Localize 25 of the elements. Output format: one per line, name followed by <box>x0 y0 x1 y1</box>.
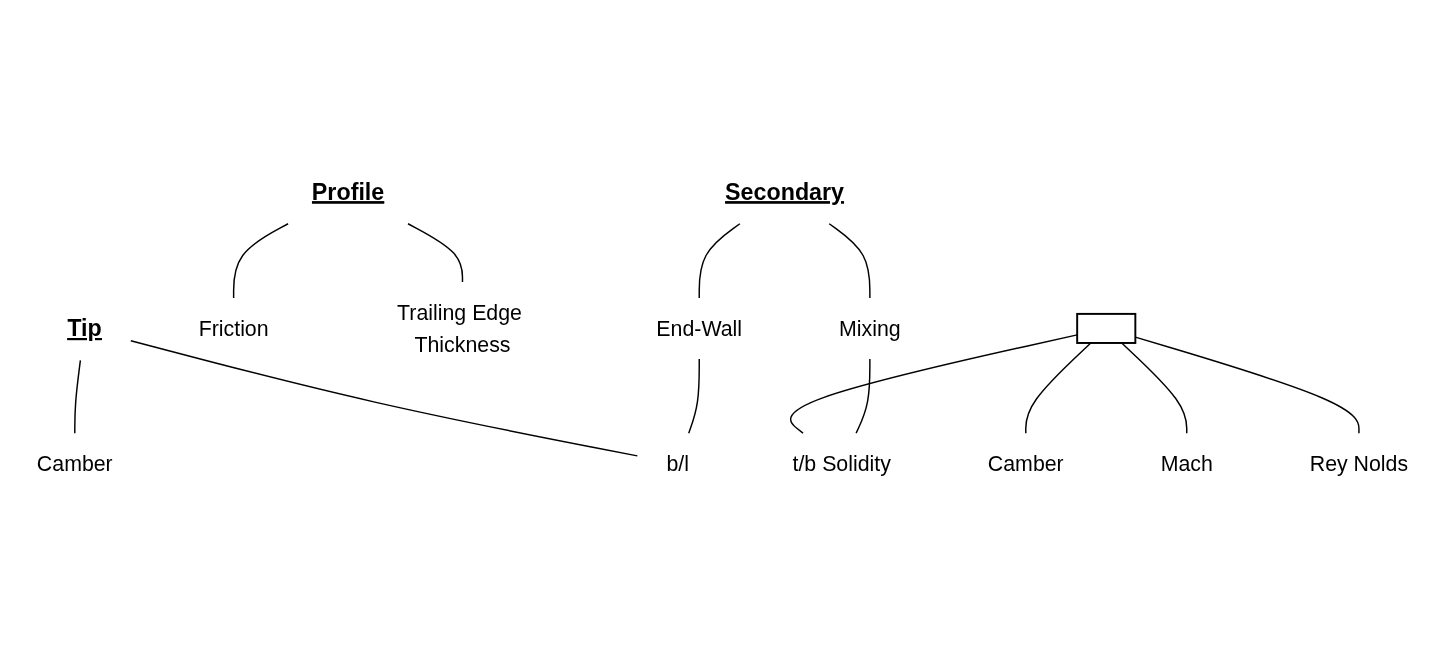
connector <box>828 222 871 299</box>
connector <box>232 222 289 299</box>
connector <box>1025 341 1092 434</box>
node-text: Tip <box>67 314 102 341</box>
node-text: Camber <box>36 451 113 476</box>
connector <box>688 357 700 434</box>
node-text: Camber <box>987 451 1064 476</box>
node-text: Mach <box>1160 451 1213 476</box>
node-text: Trailing Edge Thickness <box>397 299 522 357</box>
node-text: t/b Solidity <box>792 451 891 476</box>
node-text: Friction <box>198 315 269 341</box>
connector <box>74 359 82 434</box>
connector <box>855 357 871 434</box>
node-text: Profile <box>311 177 385 204</box>
connector <box>130 339 639 457</box>
node-box <box>1076 312 1137 344</box>
connector <box>407 222 464 283</box>
node-text: Secondary <box>725 177 845 204</box>
connector <box>789 333 1078 434</box>
connector <box>1121 341 1188 434</box>
node-text: End-Wall <box>656 315 743 341</box>
node-text: b/l <box>666 451 689 476</box>
node-text: Rey Nolds <box>1309 451 1409 476</box>
node-text: Mixing <box>839 315 901 341</box>
connector <box>698 222 741 299</box>
